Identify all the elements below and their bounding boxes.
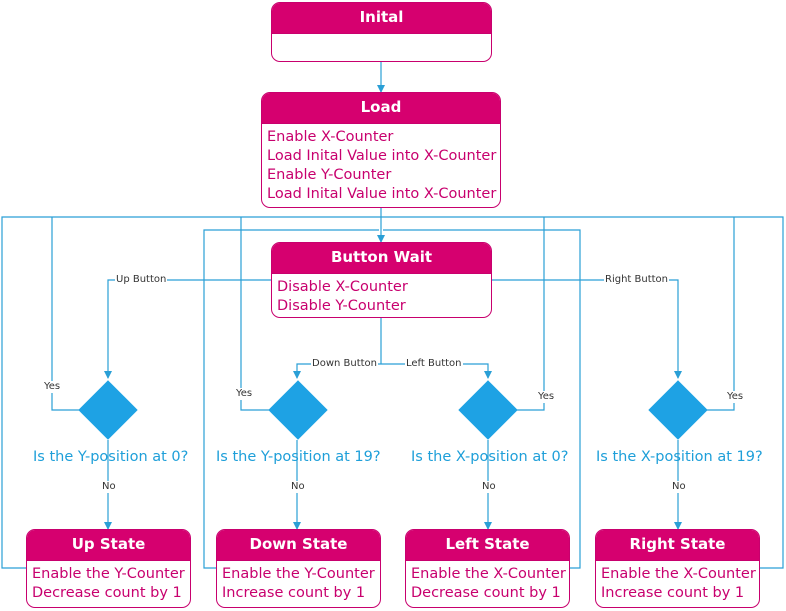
yes-loop-right: [707, 217, 735, 411]
edge-label-yes-left: Yes: [537, 391, 556, 403]
edge-wait-to-up: [104, 279, 271, 379]
state-left-line: Decrease count by 1: [411, 585, 561, 601]
state-load-line: Load Inital Value into X-Counter: [267, 148, 497, 164]
decision-left-question: Is the X-position at 0?: [411, 449, 569, 465]
decision-right-question: Is the X-position at 19?: [596, 449, 763, 465]
state-load-line: Enable Y-Counter: [267, 167, 392, 183]
state-up-line: Enable the Y-Counter: [32, 566, 185, 582]
edge-label-yes-down: Yes: [235, 388, 254, 400]
state-right-line: Increase count by 1: [601, 585, 745, 601]
state-up-line: Decrease count by 1: [32, 585, 182, 601]
yes-loop-left: [516, 217, 545, 411]
edge-label-no-up: No: [101, 481, 117, 493]
state-load: Load Enable X-Counter Load Inital Value …: [261, 92, 501, 208]
edge-label-up-button: Up Button: [115, 274, 168, 286]
edge-label-left-button: Left Button: [405, 358, 463, 370]
state-down: Down State Enable the Y-Counter Increase…: [216, 529, 381, 608]
state-load-line: Enable X-Counter: [267, 129, 394, 145]
state-left-title: Left State: [406, 530, 569, 561]
state-up: Up State Enable the Y-Counter Decrease c…: [26, 529, 191, 608]
edge-label-right-button: Right Button: [604, 274, 670, 286]
loop-down-state: [203, 229, 379, 569]
edge-wait-to-right: [491, 279, 682, 379]
edge-label-yes-right: Yes: [726, 391, 745, 403]
state-right-title: Right State: [596, 530, 759, 561]
edge-label-yes-up: Yes: [43, 381, 62, 393]
loop-up-state: [1, 216, 381, 569]
state-initial: Inital: [271, 2, 492, 62]
state-load-title: Load: [262, 93, 500, 124]
loop-right-state: [381, 216, 784, 569]
loop-left-state: [383, 229, 581, 569]
state-right: Right State Enable the X-Counter Increas…: [595, 529, 760, 608]
state-left-line: Enable the X-Counter: [411, 566, 566, 582]
edge-label-down-button: Down Button: [311, 358, 379, 370]
state-up-title: Up State: [27, 530, 190, 561]
edge-label-no-down: No: [290, 481, 306, 493]
state-wait-title: Button Wait: [272, 243, 491, 274]
edge-label-no-right: No: [671, 481, 687, 493]
yes-loop-down: [240, 217, 269, 411]
state-initial-body: [272, 34, 491, 38]
state-down-line: Increase count by 1: [222, 585, 366, 601]
state-load-line: Load Inital Value into X-Counter: [267, 186, 497, 202]
decision-up-question: Is the Y-position at 0?: [33, 449, 189, 465]
decision-down-question: Is the Y-position at 19?: [216, 449, 381, 465]
state-right-line: Enable the X-Counter: [601, 566, 756, 582]
state-left: Left State Enable the X-Counter Decrease…: [405, 529, 570, 608]
state-down-line: Enable the Y-Counter: [222, 566, 375, 582]
state-initial-title: Inital: [272, 3, 491, 34]
edge-label-no-left: No: [481, 481, 497, 493]
yes-loop-up: [51, 217, 79, 411]
state-wait-line: Disable X-Counter: [277, 279, 408, 295]
state-button-wait: Button Wait Disable X-Counter Disable Y-…: [271, 242, 492, 318]
state-wait-line: Disable Y-Counter: [277, 298, 406, 314]
state-down-title: Down State: [217, 530, 380, 561]
